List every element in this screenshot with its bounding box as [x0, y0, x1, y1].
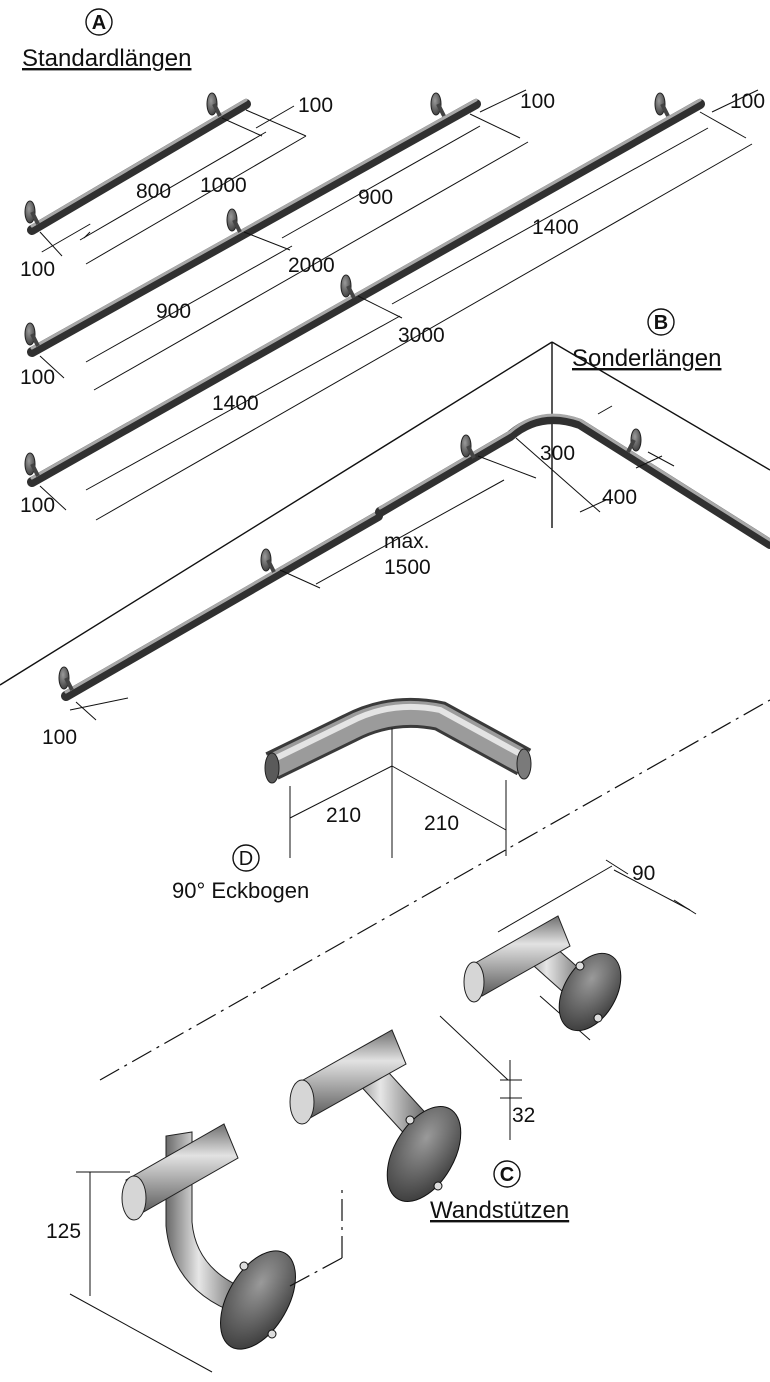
- section-c: 90 32 125 C Wandstützen: [46, 699, 770, 1373]
- bracket-offset: 32: [512, 1104, 535, 1127]
- corner-left-length: 300: [540, 442, 575, 465]
- section-b-title: Sonderlängen: [572, 345, 721, 372]
- corner-right-length: 400: [602, 486, 637, 509]
- wall-bracket-medium: [289, 1029, 462, 1202]
- section-b-end-left: 100: [42, 726, 77, 749]
- section-b-badge: B: [647, 308, 675, 336]
- rail-2000-end-right: 100: [520, 90, 555, 113]
- rail-3000-total: 3000: [398, 324, 445, 347]
- centerline: [99, 699, 770, 1081]
- svg-text:B: B: [654, 312, 668, 334]
- rail-1000-end-left: 100: [20, 258, 55, 281]
- section-a: A Standardlängen 100 100 800 1000: [20, 8, 765, 521]
- wall-bracket: [626, 428, 642, 453]
- wall-bracket: [206, 92, 222, 117]
- wall-bracket: [58, 666, 74, 691]
- rail-3000: [24, 89, 759, 521]
- rail-3000-end-right: 100: [730, 90, 765, 113]
- rail-1000: [24, 92, 307, 265]
- wall-edge-left: [0, 341, 553, 686]
- section-d-badge: D: [232, 844, 260, 872]
- corner-rail: [58, 405, 770, 721]
- bend-leg-left: 210: [326, 804, 361, 827]
- wall-bracket-short: [463, 915, 622, 1041]
- max-label: max.: [384, 530, 430, 553]
- svg-text:D: D: [239, 848, 253, 870]
- section-c-title: Wandstützen: [430, 1197, 569, 1224]
- rail-3000-span-right: 1400: [532, 216, 579, 239]
- wall-bracket: [226, 208, 242, 233]
- rail-2000-end-left: 100: [20, 366, 55, 389]
- section-a-badge: A: [85, 8, 113, 36]
- wall-bracket: [340, 274, 356, 299]
- wall-bracket-tall: [121, 1123, 296, 1350]
- section-d-caption: 90° Eckbogen: [172, 878, 309, 903]
- rail-1000-end-right: 100: [298, 94, 333, 117]
- bracket-height: 125: [46, 1220, 81, 1243]
- section-b: B Sonderlängen 300 4: [0, 308, 770, 749]
- rail-2000-total: 2000: [288, 254, 335, 277]
- section-c-badge: C: [493, 1160, 521, 1188]
- max-value: 1500: [384, 556, 431, 579]
- rail-2000-span-left: 900: [156, 300, 191, 323]
- rail-3000-end-left: 100: [20, 494, 55, 517]
- wall-bracket: [24, 452, 40, 477]
- svg-text:A: A: [92, 12, 106, 34]
- section-a-title: Standardlängen: [22, 45, 191, 72]
- bracket-depth: 90: [632, 862, 655, 885]
- bend-leg-right: 210: [424, 812, 459, 835]
- rail-2000: [24, 89, 529, 391]
- wall-bracket: [260, 548, 276, 573]
- rail-1000-total: 1000: [200, 174, 247, 197]
- rail-2000-span-right: 900: [358, 186, 393, 209]
- wall-bracket: [654, 92, 670, 117]
- wall-bracket: [460, 434, 476, 459]
- wall-bracket: [24, 322, 40, 347]
- wall-bracket: [24, 200, 40, 225]
- wall-bracket: [430, 92, 446, 117]
- corner-bend: [264, 697, 532, 784]
- wall-edge-right: [551, 341, 770, 471]
- rail-1000-span: 800: [136, 180, 171, 203]
- section-d: 210 210 D 90° Eckbogen: [172, 697, 532, 903]
- rail-3000-span-left: 1400: [212, 392, 259, 415]
- svg-text:C: C: [500, 1164, 514, 1186]
